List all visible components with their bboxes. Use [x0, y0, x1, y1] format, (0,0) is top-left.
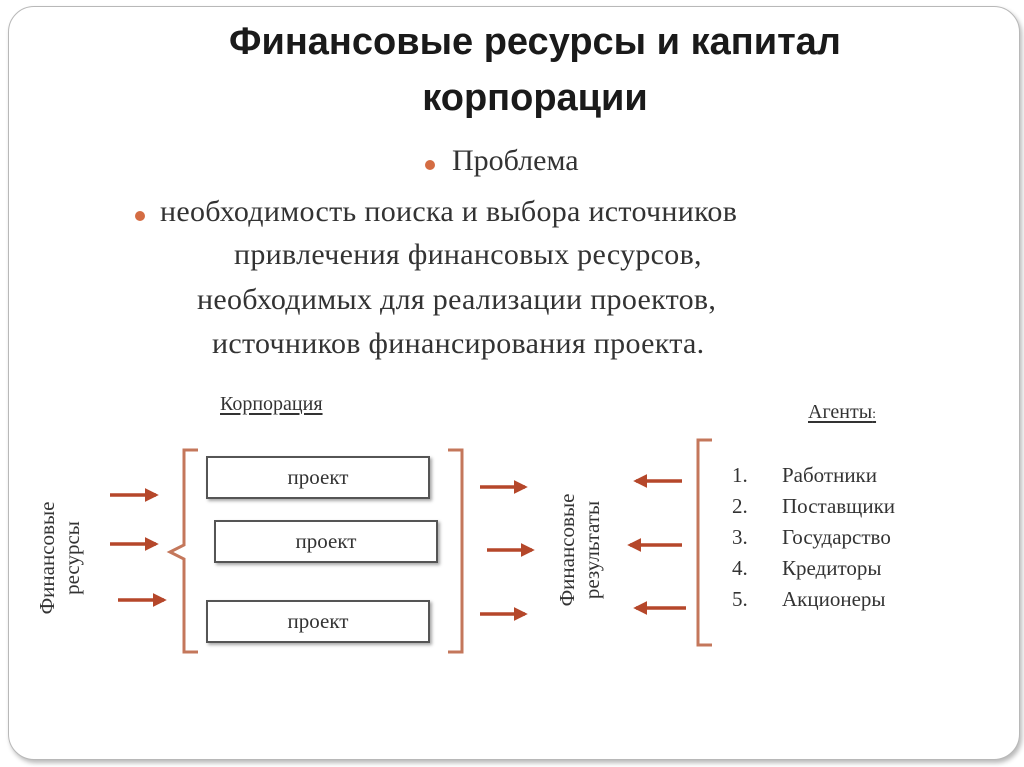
agents-bracket — [696, 438, 712, 647]
bullet-dot — [135, 211, 145, 221]
agent-name: Поставщики — [782, 494, 896, 518]
bullet-problem: Проблема — [452, 144, 579, 177]
agent-number: 1. — [732, 463, 748, 487]
agent-number: 4. — [732, 556, 748, 580]
corporation-label: Корпорация — [220, 393, 323, 415]
left-bracket — [166, 448, 198, 654]
agent-name: Кредиторы — [782, 556, 882, 580]
project-box-2: проект — [214, 520, 438, 563]
statement-line-3: необходимых для реализации проектов, — [197, 283, 717, 316]
agent-number: 3. — [732, 525, 748, 549]
statement-line-4: источников финансирования проекта. — [212, 327, 705, 360]
statement-line-2: привлечения финансовых ресурсов, — [234, 238, 702, 271]
title-line-2: корпорации — [422, 77, 648, 119]
project-box-3: проект — [206, 600, 430, 643]
right-bracket — [448, 448, 464, 654]
agent-number: 5. — [732, 587, 748, 611]
agent-number: 2. — [732, 494, 748, 518]
agents-title-colon: : — [872, 407, 877, 422]
title-line-1: Финансовые ресурсы и капитал — [229, 21, 841, 63]
project-box-1: проект — [206, 456, 430, 499]
agents-title: Агенты: — [808, 401, 876, 424]
slide-title: Финансовые ресурсы и капитал корпорации — [140, 14, 930, 126]
agents-title-text: Агенты — [808, 401, 873, 423]
agent-name: Акционеры — [782, 587, 886, 611]
statement-line-1: необходимость поиска и выбора источников — [160, 195, 738, 228]
agent-name: Государство — [782, 525, 891, 549]
slide-frame — [8, 6, 1020, 760]
bullet-dot — [425, 160, 435, 170]
agent-name: Работники — [782, 463, 878, 487]
